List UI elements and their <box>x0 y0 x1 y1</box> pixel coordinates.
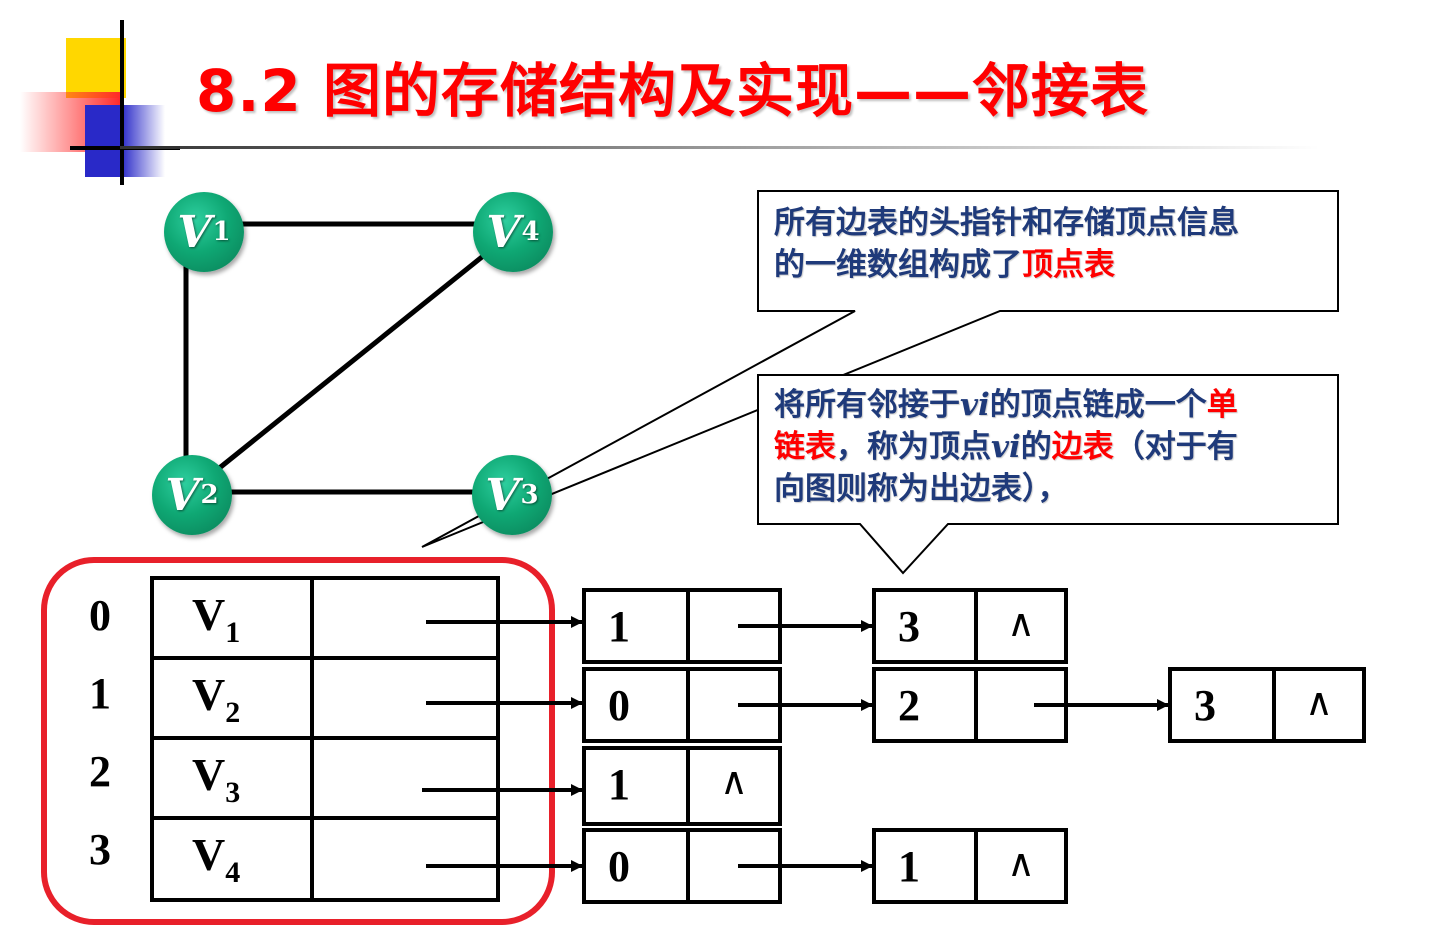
row-index-0: 0 <box>89 591 111 640</box>
var-vi: vi <box>960 387 990 423</box>
callout-top-highlight: 顶点表 <box>1022 247 1115 283</box>
edge-node-adjvex: 1 <box>582 588 690 664</box>
edge-node-adjvex: 2 <box>872 667 978 743</box>
vertex-name: V <box>192 749 226 800</box>
highlight-text: 单 <box>1206 387 1238 423</box>
page-title: 8.2 图的存储结构及实现——邻接表 <box>196 57 1149 125</box>
var-vi: vi <box>991 429 1021 465</box>
edge-node-next <box>686 588 782 664</box>
vertex-name: V <box>192 829 226 880</box>
edge-node-adjvex: 1 <box>872 828 978 904</box>
null-pointer: ∧ <box>1272 667 1366 743</box>
edge-v2-v4 <box>190 230 515 492</box>
node-label: V <box>177 206 212 258</box>
edge-node-adjvex: 1 <box>582 746 690 826</box>
text-span: 的顶点链成一个 <box>989 387 1207 423</box>
text-span: （对于有 <box>1113 429 1238 465</box>
callout-top-line2: 的一维数组构成了顶点表 <box>774 244 1334 286</box>
null-pointer: ∧ <box>974 828 1068 904</box>
text-span: ，称为顶点 <box>836 429 991 465</box>
callout-bottom-line2: 链表，称为顶点vi的边表（对于有 <box>774 426 1334 468</box>
title-decoration <box>0 0 200 190</box>
firstedge-cell-0 <box>310 576 500 660</box>
row-index-2: 2 <box>89 747 111 796</box>
node-subscript: 2 <box>200 480 219 510</box>
highlight-text: 边表 <box>1051 429 1114 465</box>
firstedge-cell-2 <box>310 736 500 820</box>
vertex-table-highlight <box>41 557 555 925</box>
node-subscript: 3 <box>520 480 539 510</box>
row-index-1: 1 <box>89 669 111 718</box>
highlight-text: 链表 <box>774 429 836 465</box>
text-span: 的 <box>1020 429 1052 465</box>
edge-node-next <box>974 667 1068 743</box>
node-label: V <box>165 469 200 521</box>
callout-top-text: 所有边表的头指针和存储顶点信息 的一维数组构成了顶点表 <box>774 202 1334 286</box>
callout-bottom-text: 将所有邻接于vi的顶点链成一个单 链表，称为顶点vi的边表（对于有 向图则称为出… <box>774 384 1334 510</box>
callout-top-outline <box>421 190 1339 548</box>
vertex-name: V <box>192 589 226 640</box>
vertex-subscript: 1 <box>225 616 241 649</box>
edge-node-adjvex: 3 <box>872 588 978 664</box>
firstedge-cell-1 <box>310 656 500 740</box>
vertex-name: V <box>192 669 226 720</box>
node-subscript: 4 <box>521 217 540 247</box>
edge-node-adjvex: 3 <box>1168 667 1276 743</box>
graph-edges <box>183 221 515 495</box>
vertex-cell-2: V3 <box>150 736 314 820</box>
vertical-rule-decoration <box>120 20 124 185</box>
firstedge-cell-3 <box>310 816 500 902</box>
vertex-subscript: 3 <box>225 776 241 809</box>
row-index-3: 3 <box>89 825 111 874</box>
vertex-subscript: 2 <box>225 696 241 729</box>
edge-node-next <box>686 667 782 743</box>
edge-node-adjvex: 0 <box>582 667 690 743</box>
vertex-cell-0: V1 <box>150 576 314 660</box>
node-subscript: 1 <box>212 217 231 247</box>
vertex-cell-1: V2 <box>150 656 314 740</box>
callout-top-line2-prefix: 的一维数组构成了 <box>774 247 1022 283</box>
blue-square-decoration <box>85 105 165 177</box>
callout-bottom-outline <box>757 374 1339 575</box>
node-label: V <box>486 206 521 258</box>
text-span: 将所有邻接于 <box>774 387 960 423</box>
pointer-arrows <box>422 616 1169 872</box>
vertex-cell-3: V4 <box>150 816 314 902</box>
callout-top-line1: 所有边表的头指针和存储顶点信息 <box>774 205 1239 241</box>
callout-bottom-line1: 将所有邻接于vi的顶点链成一个单 <box>774 384 1334 426</box>
vertex-subscript: 4 <box>225 856 241 889</box>
null-pointer: ∧ <box>974 588 1068 664</box>
yellow-square-decoration <box>66 38 126 98</box>
null-pointer: ∧ <box>686 746 782 826</box>
edge-node-adjvex: 0 <box>582 828 690 904</box>
title-underline <box>120 146 1320 149</box>
node-label: V <box>485 469 520 521</box>
callout-bottom-line3: 向图则称为出边表）， <box>774 471 1069 507</box>
edge-node-next <box>686 828 782 904</box>
